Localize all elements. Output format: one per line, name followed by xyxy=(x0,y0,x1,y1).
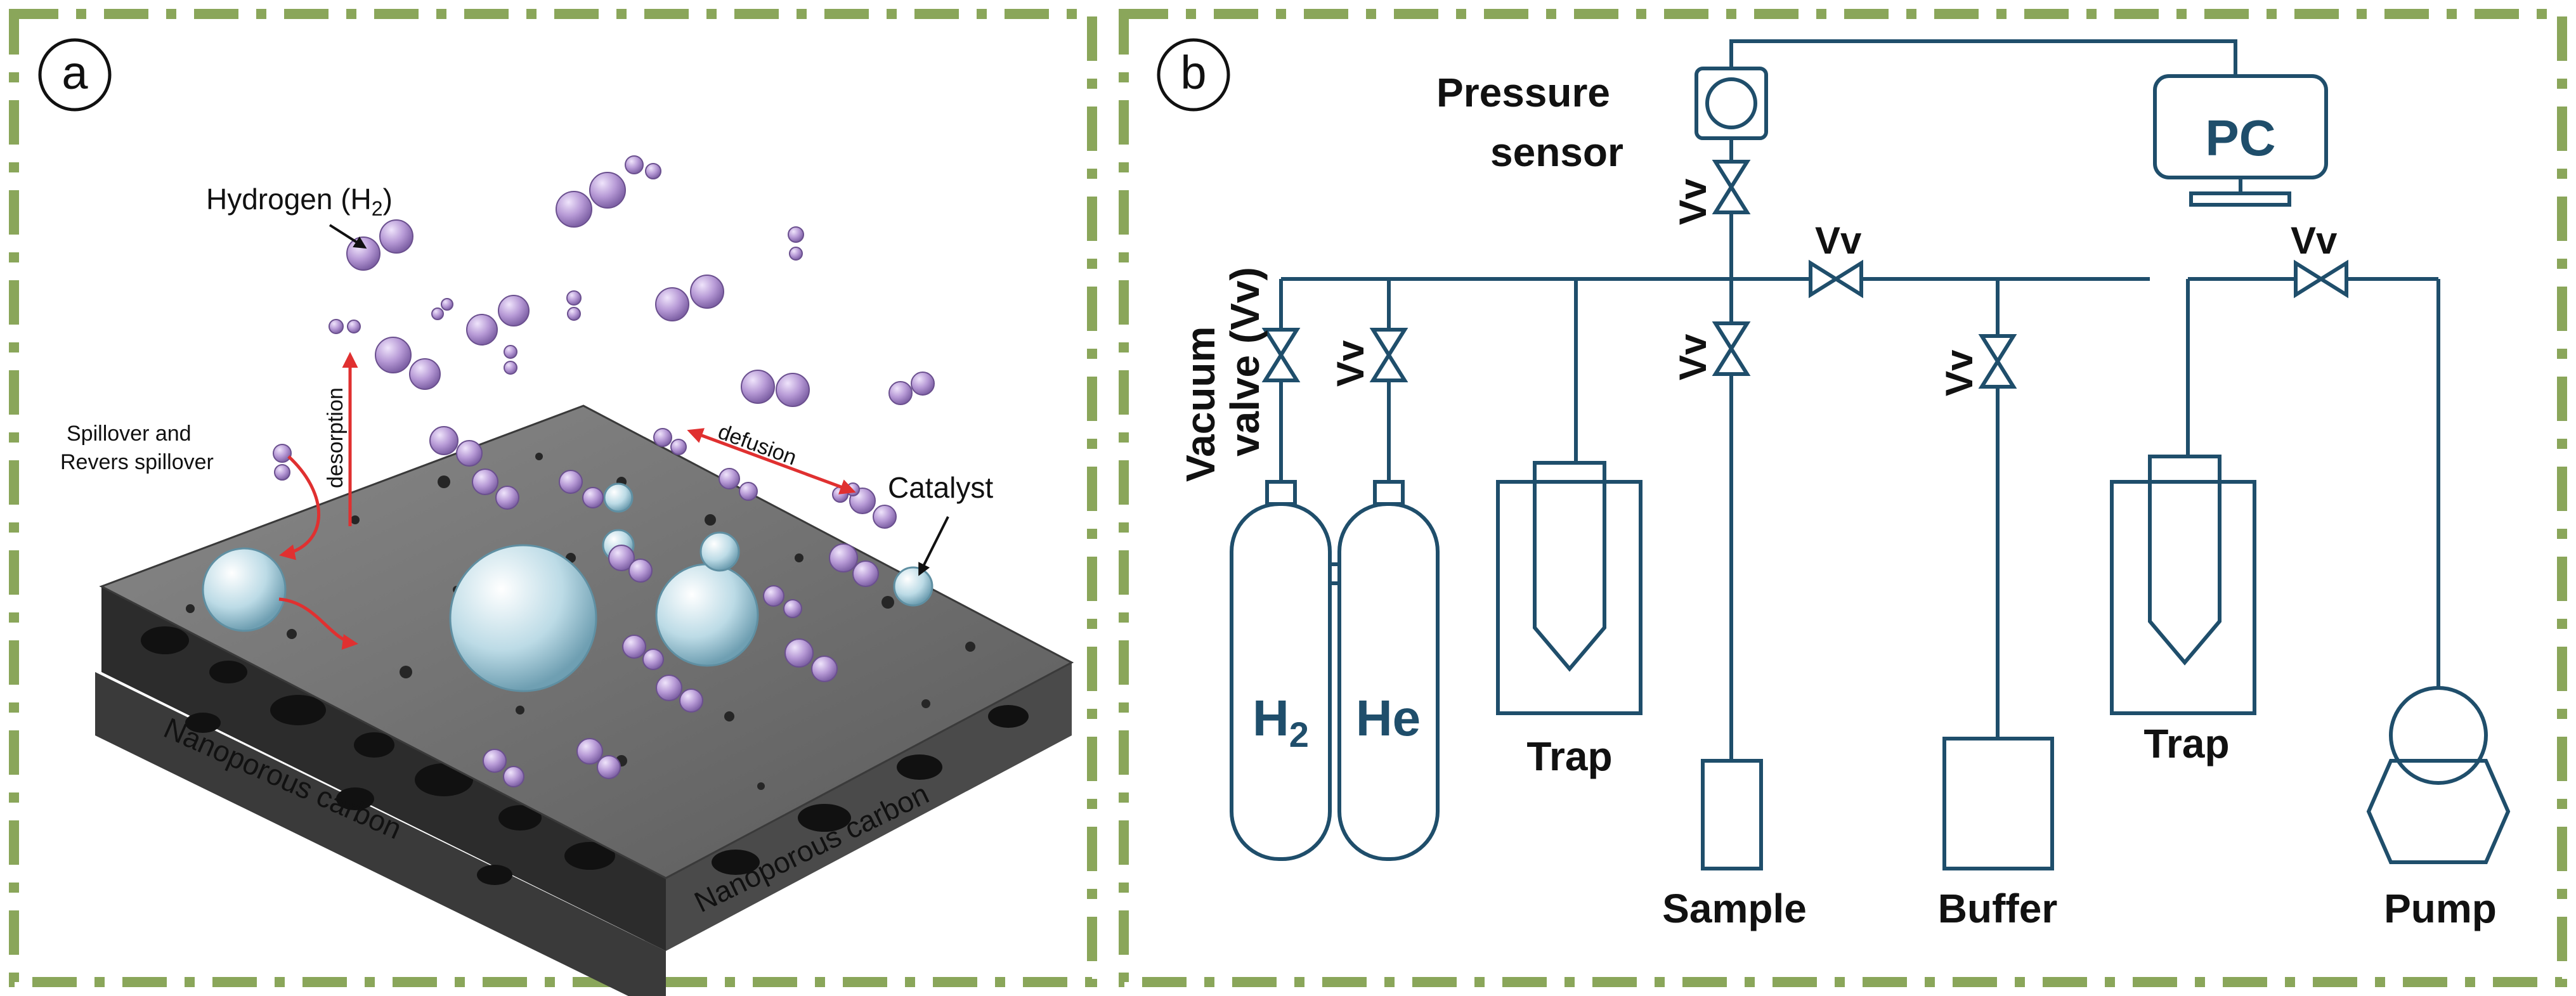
panel-b-frame xyxy=(1119,9,2567,987)
pressure-sensor-gauge xyxy=(1705,77,1757,129)
hydrogen-molecule xyxy=(429,426,483,467)
hydrogen-molecule xyxy=(829,543,879,587)
spillover-label-line1: Spillover and xyxy=(67,422,192,446)
vv-label-manifold: Vv xyxy=(1815,219,1862,262)
trap-2-label: Trap xyxy=(2143,721,2229,766)
spillover-arrow xyxy=(279,455,320,560)
pressure-sensor-label-line2: sensor xyxy=(1490,129,1623,175)
panel-a: a xyxy=(38,38,1074,996)
panel-b-letter: b xyxy=(1180,46,1206,99)
hydrogen-molecule xyxy=(431,298,453,320)
hydrogen-molecule xyxy=(375,337,441,390)
panel-a-frame xyxy=(9,9,1097,987)
panel-a-letter-circle xyxy=(38,38,112,112)
buffer-label: Buffer xyxy=(1938,886,2057,931)
sample-label: Sample xyxy=(1662,886,1807,931)
hydrogen-molecule xyxy=(556,172,626,228)
catalyst-cluster xyxy=(202,547,287,632)
desorption-label: desorption xyxy=(323,387,348,488)
valve-he xyxy=(1369,328,1408,359)
catalyst-cluster xyxy=(603,482,634,513)
catalyst-cluster-large xyxy=(449,544,597,692)
hydrogen-molecule xyxy=(655,275,724,321)
pump-circle xyxy=(2389,686,2488,785)
h2-cylinder-label: H2 xyxy=(1252,690,1309,754)
vv-label-sensor: Vv xyxy=(1672,178,1714,225)
hydrogen-label: Hydrogen (H2) xyxy=(206,183,393,220)
h2-cylinder xyxy=(1230,502,1332,861)
hydrogen-pointer-arrow xyxy=(329,224,367,249)
vacuum-valve-label-line1: Vacuum xyxy=(1178,327,1223,482)
hydrogen-molecule xyxy=(504,345,517,375)
sample-vessel xyxy=(1701,759,1763,870)
carbon-front-face xyxy=(95,672,666,996)
trap-1-inner xyxy=(1533,461,1606,672)
pump-label: Pump xyxy=(2384,886,2497,931)
trap-2-inner xyxy=(2148,455,2221,666)
trap-1-label: Trap xyxy=(1526,734,1612,779)
carbon-right-face xyxy=(666,663,1072,951)
hydrogen-molecule xyxy=(466,295,530,346)
hydrogen-molecule xyxy=(566,290,582,321)
pc-stand xyxy=(2189,191,2291,207)
hydrogen-molecule xyxy=(559,470,604,508)
hydrogen-molecule xyxy=(653,428,687,455)
catalyst-label: Catalyst xyxy=(888,471,993,504)
he-cylinder xyxy=(1337,502,1440,861)
hydrogen-molecule xyxy=(888,372,935,405)
hydrogen-molecule xyxy=(763,585,802,618)
trap-2-outer xyxy=(2110,480,2256,715)
catalyst-pointer-arrow xyxy=(918,516,949,576)
vv-label-buffer: Vv xyxy=(1938,349,1981,396)
catalyst-cluster xyxy=(655,563,759,667)
sensor-pc-line xyxy=(1729,39,2237,76)
valves xyxy=(1261,160,2348,389)
hydrogen-molecule xyxy=(625,155,661,179)
catalyst-cluster xyxy=(893,566,933,607)
valve-buffer xyxy=(1978,334,2017,365)
valve-sensor xyxy=(1712,160,1751,191)
red-arrows xyxy=(278,352,856,650)
vv-label-pump: Vv xyxy=(2291,219,2338,262)
reverse-spillover-arrow xyxy=(278,597,358,650)
pump-base xyxy=(2366,759,2511,864)
hydrogen-molecule xyxy=(472,469,519,510)
hydrogen-molecule xyxy=(608,545,653,583)
panel-b-letter-circle xyxy=(1157,38,1230,112)
hydrogen-molecule xyxy=(788,226,804,261)
hydrogen-molecule xyxy=(576,738,621,779)
valve-pump xyxy=(2294,259,2325,299)
valve-sample xyxy=(1712,321,1751,352)
trap-1-outer xyxy=(1496,480,1643,715)
vacuum-valve-label-line2: valve (Vv) xyxy=(1222,267,1268,456)
he-cylinder-label: He xyxy=(1356,690,1421,746)
hydrogen-molecule xyxy=(784,638,838,682)
defusion-arrow xyxy=(687,428,856,495)
vv-label-he: Vv xyxy=(1329,340,1372,387)
hydrogen-molecule xyxy=(622,635,664,670)
hydrogen-molecule xyxy=(346,219,413,271)
hydrogen-molecules xyxy=(273,155,935,787)
valve-h2 xyxy=(1261,328,1301,359)
hydrogen-molecule xyxy=(741,370,810,407)
panel-b: b xyxy=(1157,38,2511,931)
spillover-label-line2: Revers spillover xyxy=(60,450,214,474)
panel-a-letter: a xyxy=(62,46,88,99)
valve-manifold xyxy=(1809,259,1840,299)
hydrogen-molecule xyxy=(483,749,524,787)
catalyst-cluster xyxy=(699,531,740,572)
defusion-label: defusion xyxy=(715,420,800,470)
hydrogen-molecule xyxy=(329,319,361,334)
hydrogen-molecule xyxy=(273,444,292,481)
pressure-sensor-label-line1: Pressure xyxy=(1436,70,1610,115)
buffer-vessel xyxy=(1942,737,2054,870)
hydrogen-molecule xyxy=(656,675,703,713)
vv-label-sample: Vv xyxy=(1672,333,1714,380)
pc-label: PC xyxy=(2205,110,2275,166)
